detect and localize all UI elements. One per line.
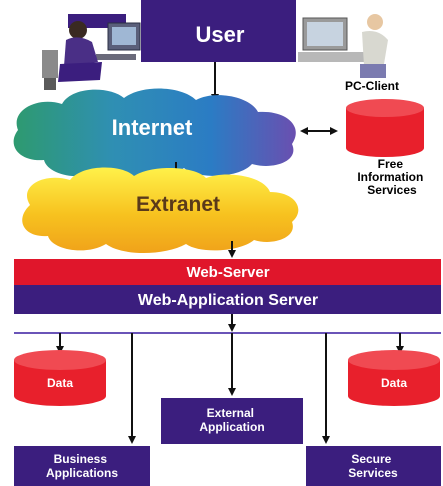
web-app-server-bar: Web-Application Server: [14, 285, 441, 314]
data-right-database-icon: Data: [348, 350, 440, 406]
internet-label: Internet: [112, 115, 193, 140]
extranet-label: Extranet: [136, 193, 220, 216]
free-info-label: Free Information Services: [357, 157, 426, 197]
user-node: User: [141, 0, 296, 62]
extranet-cloud: Extranet: [22, 167, 299, 253]
data-right-label: Data: [381, 376, 407, 390]
data-left-label: Data: [47, 376, 73, 390]
pc-client-icon: [298, 14, 388, 78]
business-applications-box: Business Applications: [14, 446, 150, 486]
data-left-database-icon: Data: [14, 350, 106, 406]
secure-services-box: Secure Services: [306, 446, 441, 486]
user-label: User: [196, 22, 245, 47]
web-server-bar: Web-Server: [14, 259, 441, 285]
pc-client-label: PC-Client: [345, 79, 399, 93]
web-server-label: Web-Server: [186, 264, 269, 281]
web-app-server-label: Web-Application Server: [138, 292, 318, 309]
external-application-label: External Application: [199, 406, 264, 434]
secure-services-label: Secure Services: [348, 452, 398, 480]
internet-cloud: Internet: [13, 88, 296, 179]
user-person-icon: [42, 14, 141, 90]
free-info-database-icon: [346, 99, 424, 157]
external-application-box: External Application: [161, 398, 303, 444]
business-applications-label: Business Applications: [46, 452, 118, 480]
